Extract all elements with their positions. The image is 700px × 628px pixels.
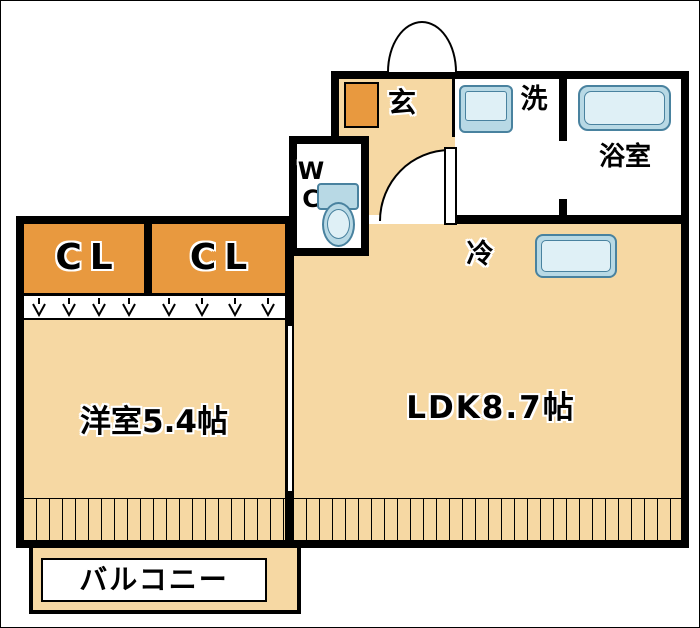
sliding-door xyxy=(286,326,294,491)
bathroom-label: 浴室 xyxy=(598,142,651,172)
bath-wall-lower xyxy=(559,199,567,215)
refrigerator-inner xyxy=(541,240,611,272)
western-room-window-hatch xyxy=(24,498,285,540)
bathtub-inner xyxy=(584,91,665,125)
hanger-hook-icon xyxy=(122,298,136,317)
hanger-hook-icon xyxy=(62,298,76,317)
western-room-label: 洋室5.4帖 xyxy=(80,403,228,440)
ldk-label: LDK8.7帖 xyxy=(406,389,576,426)
balcony-label-box xyxy=(41,558,267,602)
hanger-hook-icon xyxy=(228,298,243,317)
hanger-hook-icon xyxy=(161,298,176,317)
entrance-label: 玄 xyxy=(387,86,416,119)
door-leaf xyxy=(444,147,457,225)
entrance-door-swing-icon xyxy=(387,21,457,72)
hanger-hooks-left xyxy=(24,297,144,317)
closet-right xyxy=(152,224,285,296)
washing-machine-inner xyxy=(465,91,507,121)
bath-wall-upper xyxy=(559,79,567,141)
closet-left xyxy=(24,224,144,296)
hanger-hook-icon xyxy=(194,298,209,317)
toilet-bowl-inner xyxy=(327,209,350,239)
ldk-window-hatch xyxy=(294,498,681,540)
closet-left-label: CL xyxy=(55,237,121,278)
hanger-hooks-right xyxy=(152,297,285,317)
wall-stub xyxy=(452,79,455,137)
hanger-hook-icon xyxy=(32,298,46,317)
laundry-label: 洗 xyxy=(520,83,548,115)
closet-hanger-strip xyxy=(24,296,285,320)
hanger-hook-icon xyxy=(261,298,276,317)
shoe-cabinet-icon xyxy=(344,82,379,128)
hanger-hook-icon xyxy=(92,298,106,317)
balcony-label: バルコニー xyxy=(79,563,229,596)
closet-right-label: CL xyxy=(189,237,256,278)
refrigerator-label: 冷 xyxy=(466,238,494,270)
closet-divider-wall xyxy=(144,224,152,296)
